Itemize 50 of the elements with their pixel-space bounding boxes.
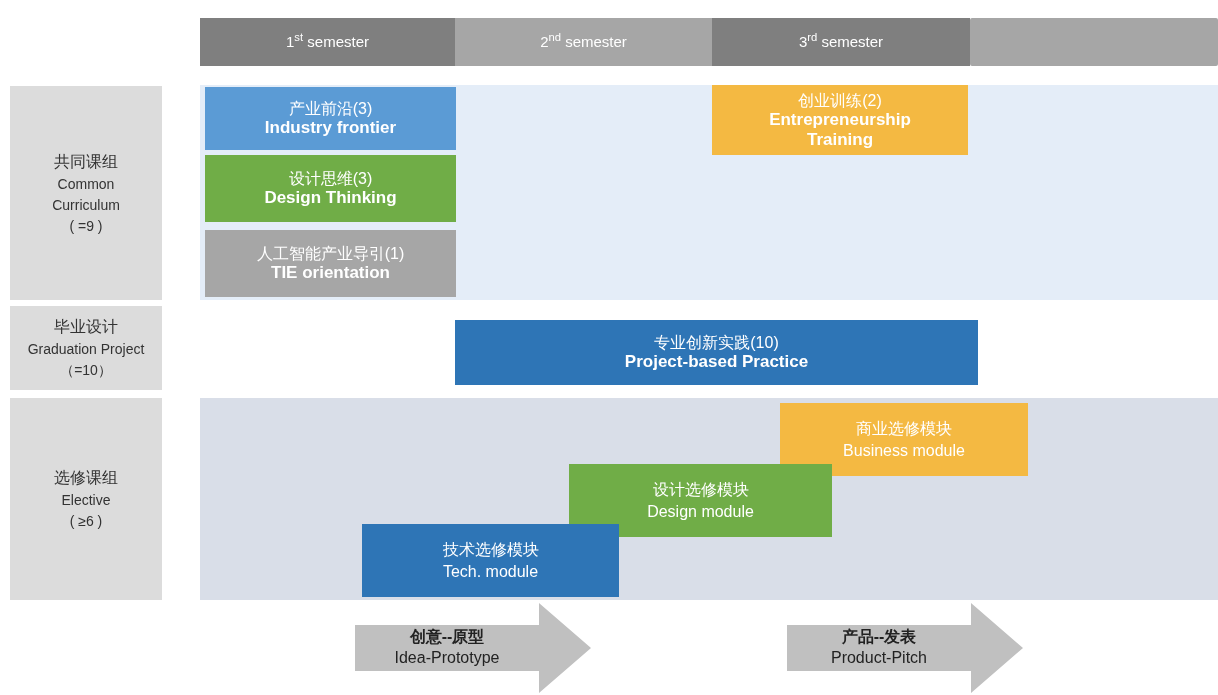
chinese-label: 选修课组 — [54, 468, 118, 488]
chinese-label: 毕业设计 — [54, 317, 118, 337]
chinese-label: 共同课组 — [54, 151, 118, 172]
course-box — [205, 230, 456, 297]
header-box — [970, 18, 1218, 66]
chinese-label: 创意--原型 — [408, 627, 486, 648]
english-label: Product-Pitch — [829, 648, 928, 668]
english-label: Common Curriculum — [51, 174, 121, 215]
phase-arrow — [787, 603, 1023, 693]
english-label: Elective — [61, 491, 111, 510]
english-label: Tech. module — [442, 561, 539, 582]
semester-header — [200, 18, 455, 66]
phase-arrow — [355, 603, 591, 693]
english-label: Industry frontier — [264, 118, 397, 138]
english-label: Business module — [843, 440, 965, 461]
chinese-label: 商业选修模块 — [856, 418, 952, 439]
chinese-label: 创业训练(2) — [798, 90, 882, 111]
course-box — [455, 320, 978, 385]
chinese-label: 技术选修模块 — [442, 539, 539, 560]
row-header — [10, 306, 162, 390]
chinese-label: 设计思维(3) — [288, 169, 373, 189]
english-label: ( =9 ) — [69, 216, 103, 236]
group-band — [200, 398, 1218, 600]
module-box — [569, 464, 832, 537]
row-header — [10, 398, 162, 600]
english-label: TIE orientation — [271, 263, 390, 283]
chinese-label: 人工智能产业导引(1) — [256, 244, 405, 264]
english-label: Entrepreneurship Training — [768, 110, 912, 150]
english-label: Design Thinking — [264, 188, 397, 208]
group-band — [200, 85, 1218, 300]
english-label: Graduation Project（=10） — [26, 340, 146, 380]
english-label: ( ≥6 ) — [69, 512, 103, 531]
semester-label: 1$^{st}$ semester — [286, 30, 369, 52]
chinese-label: 专业创新实践(10) — [654, 333, 779, 353]
course-box — [205, 155, 456, 222]
row-header — [10, 86, 162, 300]
chinese-label: 设计选修模块 — [652, 479, 749, 500]
semester-header — [712, 18, 970, 66]
module-box — [362, 524, 619, 597]
chinese-label: 产业前沿(3) — [288, 99, 373, 119]
english-label: Idea-Prototype — [393, 648, 501, 668]
semester-header — [455, 18, 712, 66]
semester-label: 2$^{nd}$ semester — [540, 30, 627, 52]
semester-label: 3$^{rd}$ semester — [798, 30, 884, 52]
module-box — [780, 403, 1028, 476]
course-box — [712, 85, 968, 155]
english-label: Design module — [647, 501, 754, 522]
chinese-label: 产品--发表 — [840, 627, 918, 648]
course-box — [205, 87, 456, 150]
english-label: Project-based Practice — [624, 352, 809, 372]
